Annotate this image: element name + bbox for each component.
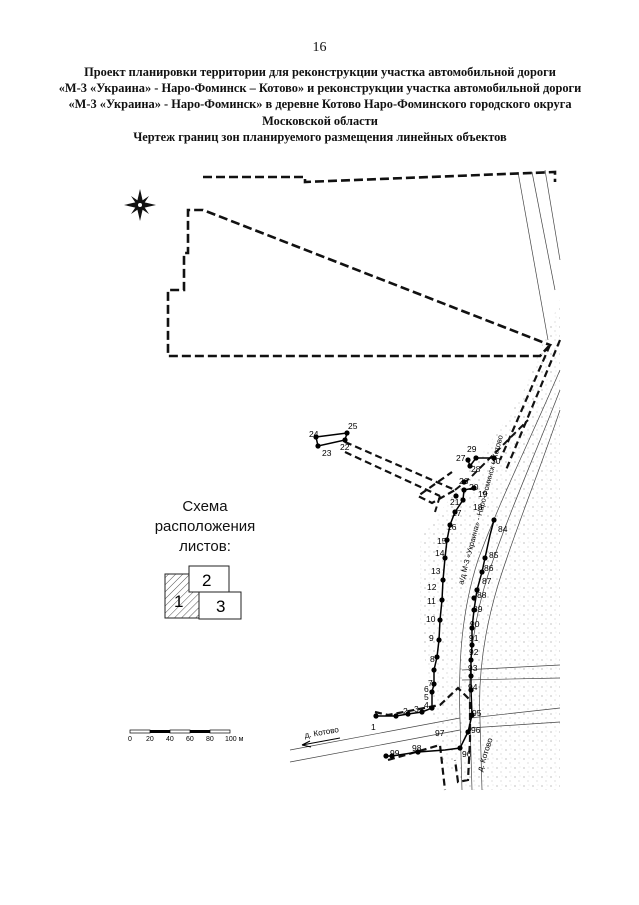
point-label: 89 <box>473 604 483 614</box>
point-label: 87 <box>482 576 492 586</box>
boundary-spur-2 <box>434 419 529 513</box>
point-label: 90 <box>470 619 480 629</box>
scale-tick: 40 <box>166 736 174 743</box>
point-label: 91 <box>469 633 479 643</box>
point-label: 15 <box>437 536 447 546</box>
sheet-scheme: 1 2 3 <box>164 565 242 620</box>
point-label: 24 <box>309 429 319 439</box>
page-title: Проект планировки территории для реконст… <box>20 64 620 145</box>
title-line-4: Московской области <box>262 113 378 128</box>
title-line-3: «М-3 «Украина» - Наро-Фоминск» в деревне… <box>68 97 572 112</box>
page-number: 16 <box>312 40 327 55</box>
point-label: 85 <box>489 550 499 560</box>
point-dots <box>313 430 497 759</box>
point-label: 18 <box>473 502 483 512</box>
point-label: 3 <box>414 704 419 714</box>
point-label: 14 <box>435 548 445 558</box>
point-label: 95 <box>472 708 482 718</box>
scale-tick: 20 <box>146 736 154 743</box>
point-label: 97 <box>435 728 445 738</box>
point-label: 23 <box>322 448 332 458</box>
point-label: 17 <box>452 508 462 518</box>
point-label: 22 <box>340 442 350 452</box>
point-label: 20 <box>469 482 479 492</box>
point-label: 19 <box>478 489 488 499</box>
point-label: 30 <box>491 456 501 466</box>
title-line-5: Чертеж границ зон планируемого размещени… <box>133 129 507 144</box>
background-lines <box>289 169 561 791</box>
point-label: 88 <box>477 590 487 600</box>
scale-tick: 0 <box>128 736 132 743</box>
arrow-west-icon <box>301 737 341 748</box>
point-label: 25 <box>348 421 358 431</box>
point-label: 11 <box>427 596 436 606</box>
point-label: 98 <box>412 743 422 753</box>
point-label: 99 <box>390 748 400 758</box>
point-label: 94 <box>468 682 478 692</box>
scale-bar: 0 20 40 60 80 100 м <box>128 729 244 743</box>
point-label: 27 <box>456 453 466 463</box>
point-label: 21 <box>450 497 460 507</box>
scale-tick: 80 <box>206 736 214 743</box>
scale-tick: 100 м <box>225 736 244 743</box>
scale-tick: 60 <box>186 736 194 743</box>
point-label: 26 <box>459 476 469 486</box>
point-label: 12 <box>427 582 437 592</box>
point-label: 16 <box>447 522 457 532</box>
sheet-3-label: 3 <box>216 597 225 616</box>
point-label: 6 <box>424 684 429 694</box>
boundary-spur <box>344 440 458 505</box>
point-label: 96 <box>462 749 472 759</box>
sheet-1-label: 1 <box>174 592 183 611</box>
point-label: 84 <box>498 524 508 534</box>
point-label: 10 <box>426 614 436 624</box>
compass-rose-icon <box>124 189 156 221</box>
point-label: 28 <box>471 464 481 474</box>
sheet-2-label: 2 <box>202 571 211 590</box>
boundary-north <box>166 170 557 358</box>
title-line-1: Проект планировки территории для реконст… <box>84 65 556 79</box>
point-label: 86 <box>484 563 494 573</box>
title-line-2: «М-3 «Украина» - Наро-Фоминск – Котово» … <box>58 81 582 96</box>
road-label-kotovo-west: д. Котово <box>304 725 340 740</box>
legend-title-line-2: расположения <box>154 518 256 535</box>
point-label: 93 <box>468 663 478 673</box>
point-label: 92 <box>469 647 479 657</box>
point-label: 2 <box>403 706 408 716</box>
point-label: 29 <box>467 444 477 454</box>
point-label: 13 <box>431 566 441 576</box>
point-label: 1 <box>371 722 376 732</box>
point-label: 96 <box>471 725 481 735</box>
legend-title-line-3: листов: <box>179 538 231 555</box>
point-label: 8 <box>430 654 435 664</box>
point-label: 5 <box>424 692 429 702</box>
sheet-3 <box>198 591 242 620</box>
legend-title-line-1: Схема <box>182 498 228 515</box>
point-label: 4 <box>424 700 429 710</box>
point-label: 7 <box>428 678 433 688</box>
legend-title: Схема расположения листов: <box>140 497 270 557</box>
point-label: 9 <box>429 633 434 643</box>
